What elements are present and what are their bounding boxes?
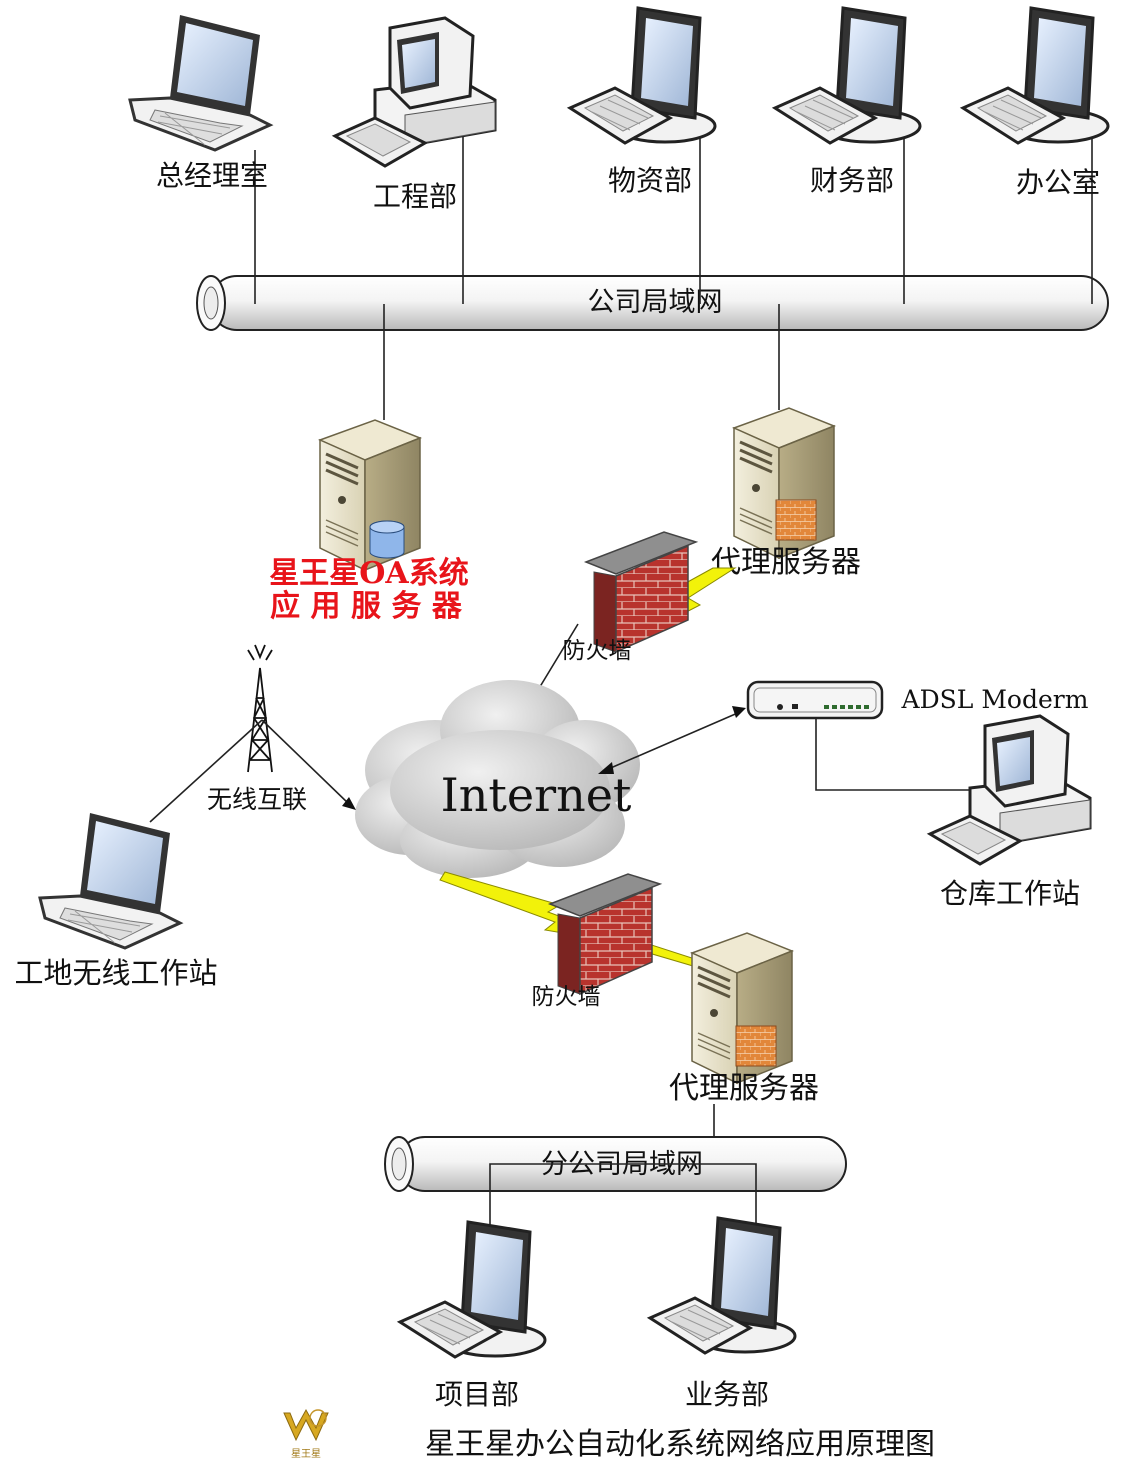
node-label-finance: 财务部 (810, 164, 894, 197)
company-logo: 星王星 (283, 1408, 329, 1459)
internet-label: Internet (441, 768, 632, 822)
monitor-workstation-icon (568, 6, 717, 145)
node-label-project: 项目部 (435, 1378, 519, 1411)
monitor-workstation-icon (648, 1216, 797, 1355)
proxy-firewall-badge-icon (735, 1025, 777, 1067)
node-office[interactable]: 办公室 (961, 6, 1110, 199)
firewall-icon (549, 873, 661, 995)
hq-proxy-label: 代理服务器 (711, 545, 861, 580)
wireless-site-workstation[interactable]: 工地无线工作站 (14, 811, 218, 990)
laptop-icon (38, 811, 182, 950)
node-label-business: 业务部 (685, 1378, 769, 1411)
hq-drop-lines (254, 130, 1093, 420)
proxy-firewall-badge-icon (775, 499, 817, 541)
monitor-workstation-icon (398, 1220, 547, 1359)
adsl-modem-icon (746, 680, 884, 720)
hq-lan-label: 公司局域网 (588, 287, 723, 318)
database-cylinder-icon (369, 520, 405, 559)
arrowhead-icon (732, 706, 746, 718)
branch-proxy-server[interactable]: 代理服务器 (669, 931, 819, 1106)
adsl-label: ADSL Moderm (901, 685, 1089, 714)
monitor-workstation-icon (773, 6, 922, 145)
logo-text: 星王星 (291, 1448, 321, 1459)
radio-tower-icon (247, 644, 273, 773)
node-label-general-manager: 总经理室 (156, 159, 268, 192)
adsl-internet-link (605, 711, 741, 771)
internet-cloud[interactable]: Internet (355, 680, 640, 878)
hq-firewall: 防火墙 (563, 531, 697, 664)
hq-proxy-server[interactable]: 代理服务器 (711, 406, 861, 580)
node-materials[interactable]: 物资部 (568, 6, 717, 197)
warehouse-label: 仓库工作站 (940, 877, 1080, 910)
branch-firewall: 防火墙 (532, 873, 661, 1010)
node-engineering[interactable]: 工程部 (333, 16, 497, 213)
warehouse-workstation[interactable]: 仓库工作站 (928, 714, 1092, 910)
node-business[interactable]: 业务部 (648, 1216, 797, 1411)
node-label-engineering: 工程部 (373, 180, 457, 213)
node-general-manager[interactable]: 总经理室 (128, 13, 272, 192)
hq-firewall-label: 防火墙 (563, 638, 632, 664)
adsl-warehouse-line (815, 718, 985, 791)
oa-server[interactable]: 星王星OA系统 应 用 服 务 器 (269, 418, 469, 624)
branch-firewall-label: 防火墙 (532, 984, 601, 1010)
adsl-modem[interactable]: ADSL Moderm (746, 680, 1089, 720)
hq-firewall-internet-line (537, 623, 579, 691)
hq-lan-pipe (196, 275, 1109, 331)
logo-w-icon (283, 1408, 329, 1442)
node-finance[interactable]: 财务部 (773, 6, 922, 197)
oa-server-label-line2: 应 用 服 务 器 (270, 589, 463, 624)
node-label-office: 办公室 (1016, 166, 1100, 199)
desktop-pc-icon (333, 16, 497, 168)
firewall-icon (585, 531, 697, 653)
branch-proxy-label: 代理服务器 (669, 1071, 819, 1106)
node-label-materials: 物资部 (608, 164, 692, 197)
diagram-caption: 星王星办公自动化系统网络应用原理图 (425, 1427, 935, 1459)
arrowhead-icon (598, 762, 614, 774)
oa-server-label-line1: 星王星OA系统 (269, 556, 468, 591)
laptop-icon (128, 13, 272, 152)
arrowhead-icon (342, 797, 356, 810)
cloud-icon (355, 680, 640, 878)
radio-tower (149, 644, 356, 823)
wireless-link-label: 无线互联 (207, 785, 307, 814)
wireless-site-label: 工地无线工作站 (14, 956, 217, 990)
node-project[interactable]: 项目部 (398, 1220, 547, 1411)
monitor-workstation-icon (961, 6, 1110, 145)
